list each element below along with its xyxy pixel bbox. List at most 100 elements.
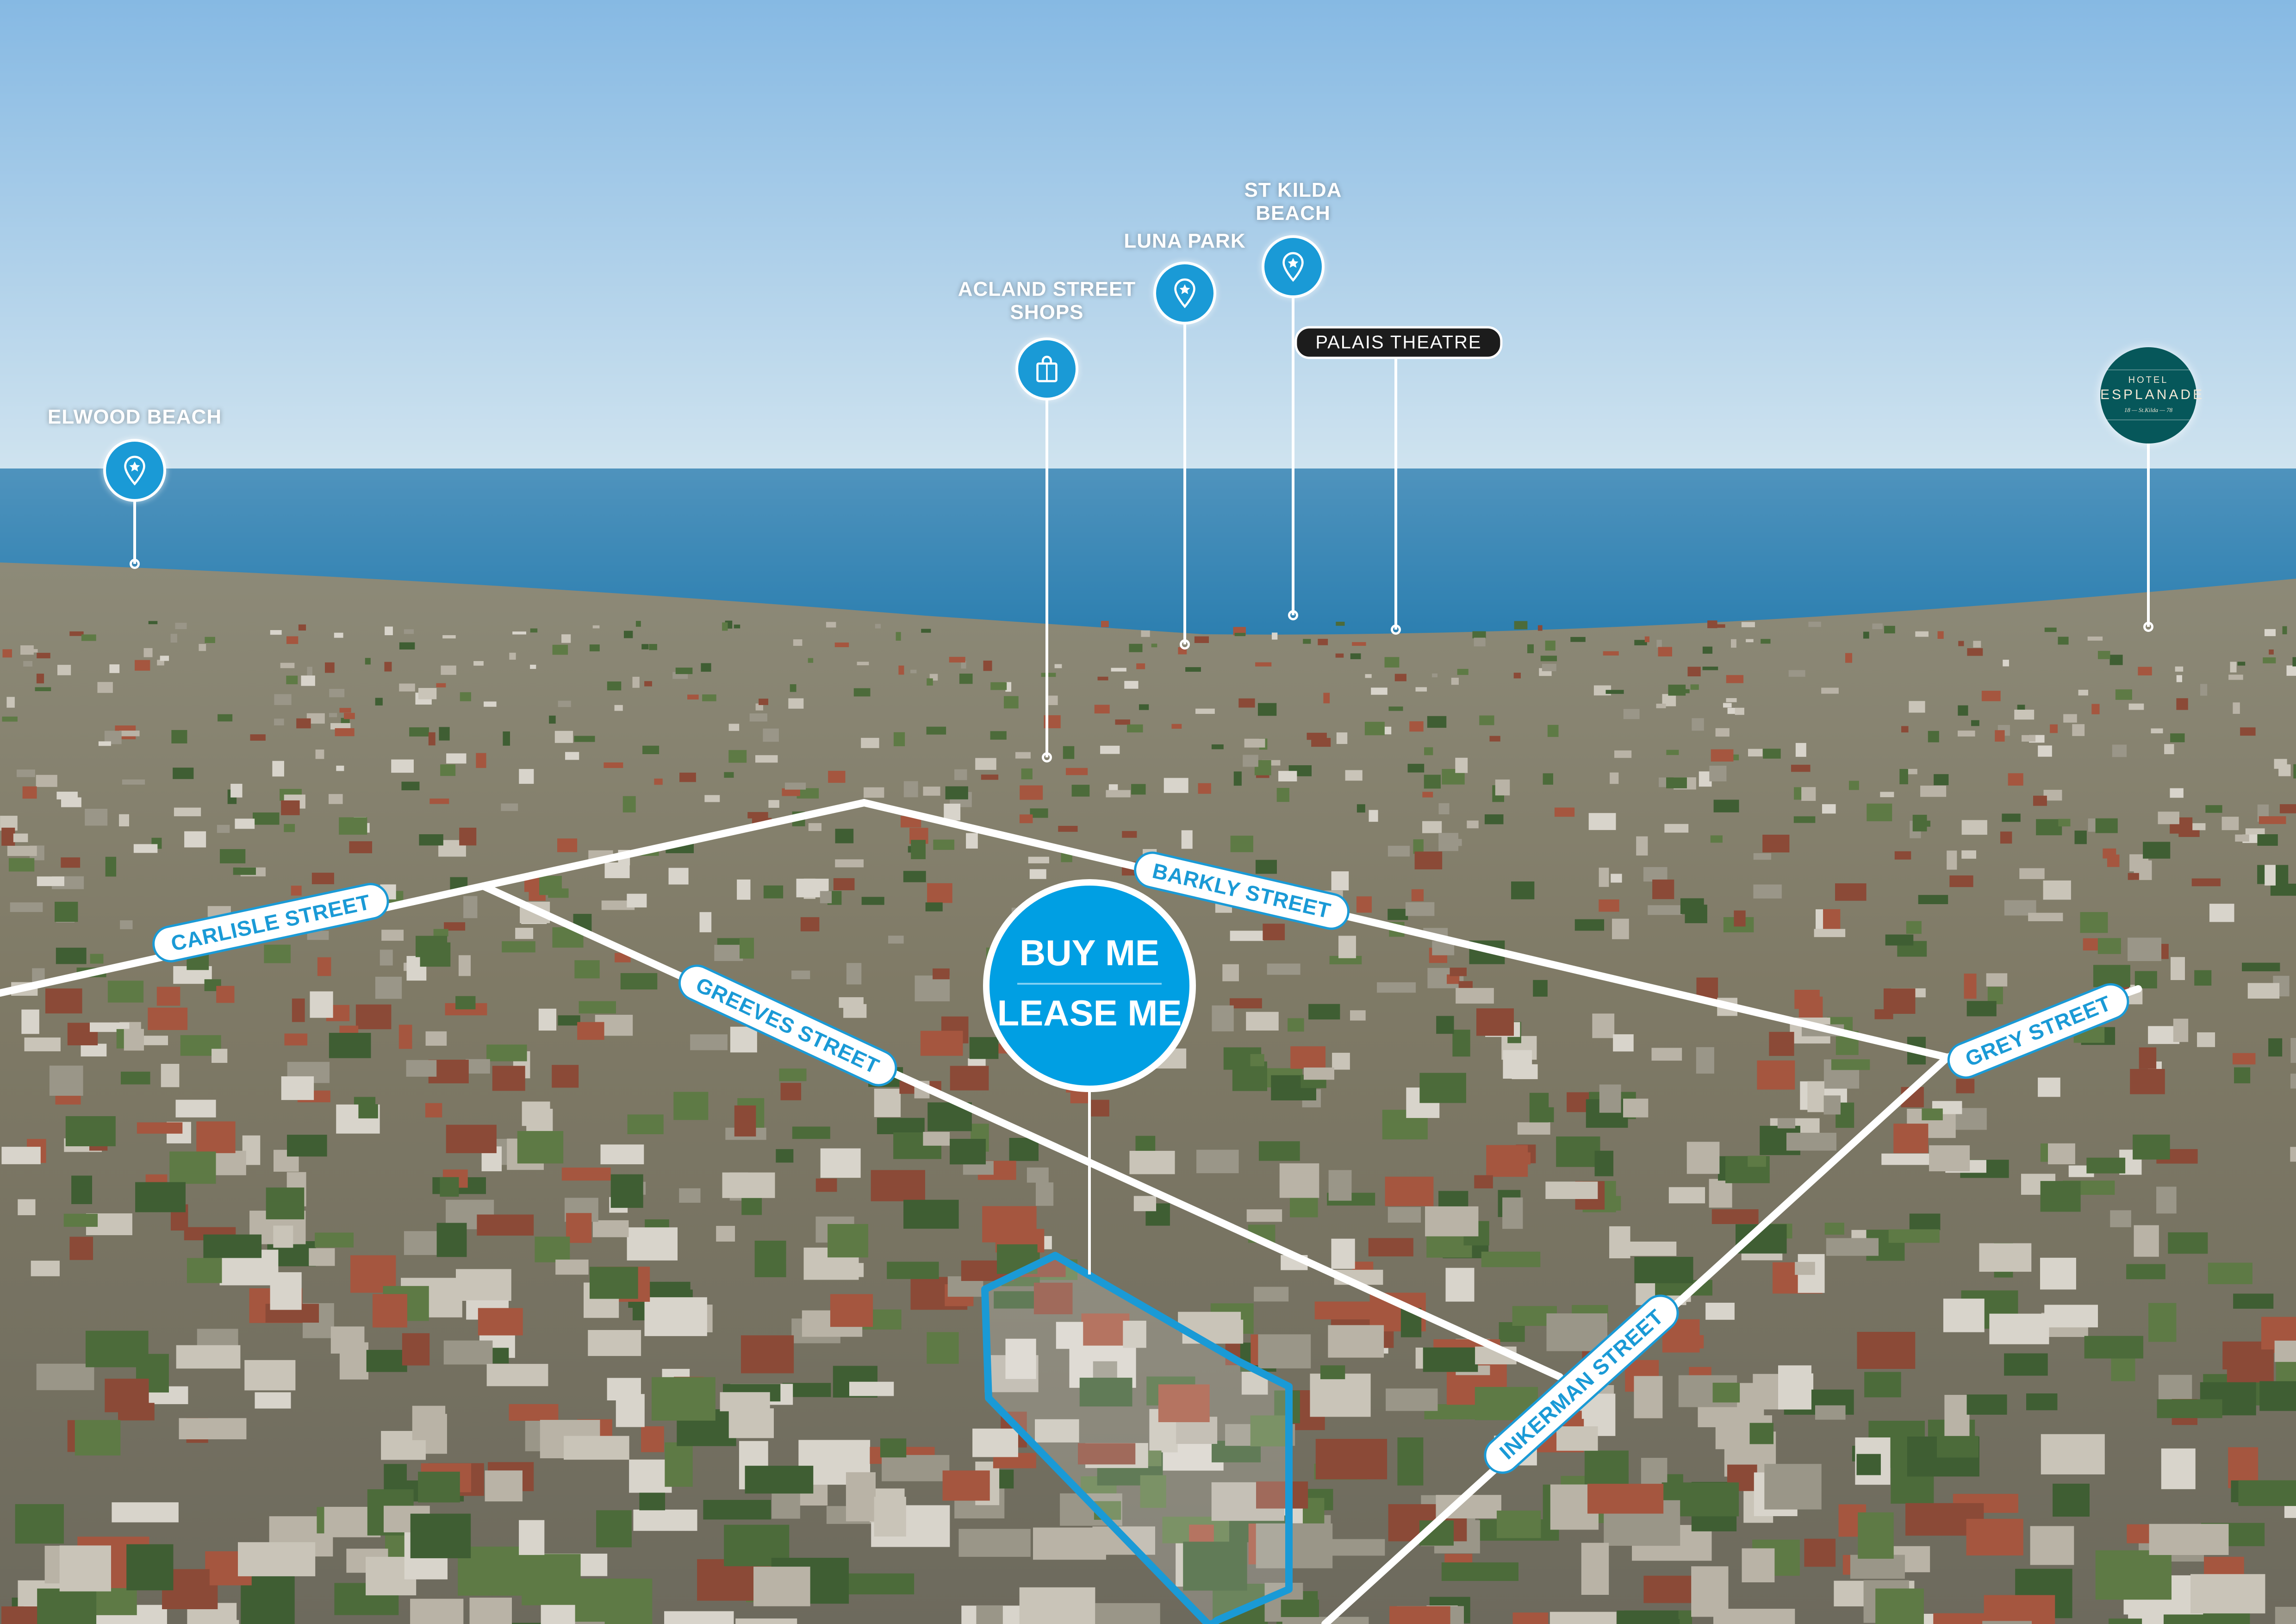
building	[784, 782, 806, 790]
building	[1377, 982, 1416, 993]
shopping-bag-icon[interactable]	[1015, 337, 1078, 400]
building	[815, 1178, 837, 1192]
building	[722, 622, 728, 631]
building	[1365, 674, 1372, 678]
building	[1956, 1079, 1975, 1093]
palais-theatre-sign[interactable]: PALAIS THEATRE	[1294, 326, 1503, 359]
building	[1545, 1181, 1598, 1199]
building	[85, 808, 108, 826]
building	[574, 960, 600, 979]
building	[843, 1004, 867, 1018]
building	[329, 1033, 371, 1058]
building	[105, 856, 117, 877]
building	[1808, 621, 1821, 627]
building	[270, 1272, 302, 1310]
building	[329, 713, 337, 718]
building	[1617, 1610, 1679, 1624]
building	[627, 1227, 678, 1261]
building	[644, 1297, 707, 1337]
building	[287, 1135, 327, 1157]
building	[2130, 1069, 2165, 1094]
building	[1495, 779, 1510, 796]
building	[284, 824, 295, 832]
building	[1807, 1081, 1824, 1112]
building	[604, 762, 623, 768]
building	[1452, 1030, 1470, 1057]
building	[835, 829, 854, 843]
building	[1666, 750, 1679, 755]
building	[747, 812, 768, 818]
building	[1533, 980, 1548, 997]
building	[2074, 831, 2087, 844]
building	[1814, 929, 1846, 937]
building	[264, 944, 291, 963]
building	[1311, 738, 1331, 747]
building	[1441, 1562, 1518, 1581]
building	[1139, 704, 1149, 710]
building	[1570, 637, 1586, 642]
building	[557, 838, 578, 852]
building	[1384, 657, 1400, 668]
building	[112, 1502, 179, 1523]
building	[126, 1544, 174, 1591]
logo-line-hotel: HOTEL	[2128, 375, 2169, 385]
building	[443, 1340, 493, 1365]
building	[15, 1504, 64, 1544]
building	[808, 823, 822, 831]
building	[1958, 641, 1964, 646]
building	[2170, 957, 2185, 981]
building	[1554, 807, 1575, 817]
building	[1795, 743, 1806, 757]
building	[1867, 803, 1892, 821]
hotel-esplanade-logo[interactable]: HOTEL ESPLANADE 18 — St.Kilda — 78	[2100, 347, 2202, 443]
building	[1108, 784, 1118, 791]
building	[1503, 1050, 1532, 1079]
building	[10, 902, 43, 912]
building	[1194, 636, 1209, 643]
building	[1474, 637, 1486, 647]
building	[2115, 689, 2132, 700]
building	[522, 1101, 550, 1126]
building	[2003, 660, 2009, 667]
building	[745, 1466, 814, 1494]
building	[950, 1139, 986, 1165]
building	[2126, 1264, 2165, 1280]
building	[2084, 1336, 2144, 1359]
building	[755, 703, 764, 711]
building	[828, 1224, 868, 1258]
building	[25, 649, 38, 653]
location-star-icon[interactable]	[1262, 235, 1325, 298]
location-star-icon[interactable]	[103, 439, 166, 502]
building	[530, 664, 536, 669]
building	[372, 1294, 407, 1328]
building	[75, 1420, 121, 1455]
building	[358, 1104, 378, 1118]
building	[1335, 653, 1344, 658]
building	[512, 631, 526, 635]
building	[830, 1294, 873, 1327]
building	[1, 827, 15, 846]
building	[2234, 1067, 2251, 1084]
building	[1303, 639, 1311, 644]
building	[1982, 1621, 2032, 1624]
building	[1411, 889, 1424, 901]
building	[1211, 744, 1224, 750]
building	[1957, 731, 1975, 737]
building	[1021, 768, 1033, 780]
building	[1612, 918, 1629, 939]
building	[1388, 909, 1408, 920]
building	[1320, 1365, 1345, 1380]
location-star-icon[interactable]	[1153, 262, 1216, 325]
building	[1436, 1016, 1454, 1034]
building	[196, 1620, 239, 1624]
building	[673, 1092, 709, 1120]
building	[156, 987, 180, 1006]
building	[846, 1472, 876, 1522]
building	[1384, 726, 1392, 735]
buy-lease-badge[interactable]: BUY ME LEASE ME	[983, 879, 1196, 1092]
building	[1937, 1436, 1979, 1458]
building	[36, 674, 44, 684]
building	[2095, 818, 2118, 833]
building	[1246, 1012, 1279, 1031]
property-outline	[981, 1252, 1293, 1624]
